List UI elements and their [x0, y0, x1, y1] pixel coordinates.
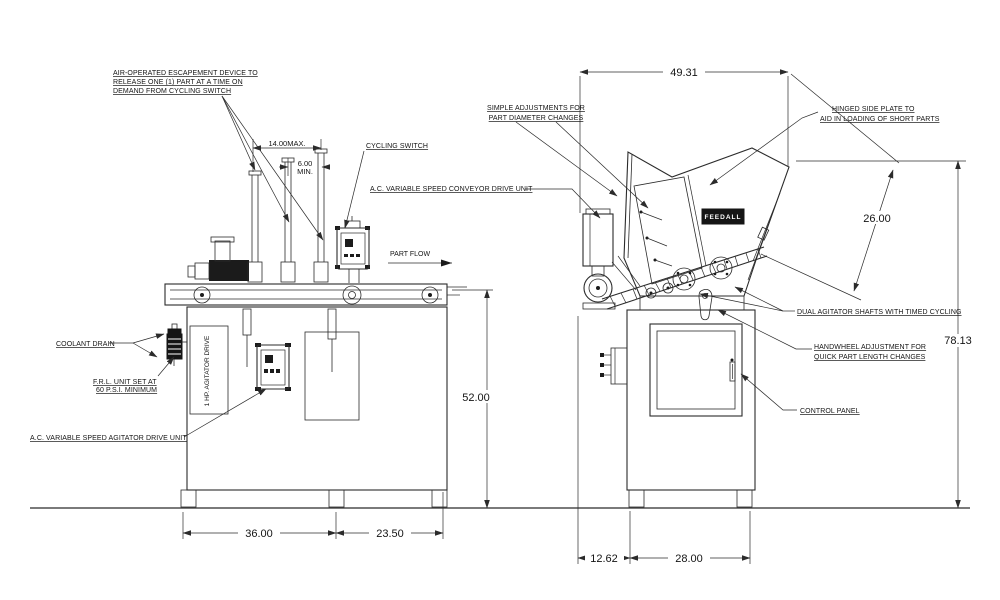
side-view: [164, 148, 467, 508]
label-handwheel-line1: HANDWHEEL ADJUSTMENT FOR: [814, 344, 926, 351]
hanging-agitator-shafts: [242, 308, 337, 372]
dim-discharge-extension: 23.50: [376, 528, 404, 540]
dim-escapement-max: 14.00MAX.: [268, 139, 305, 148]
label-control-panel: CONTROL PANEL: [800, 408, 860, 415]
label-escapement-line2: RELEASE ONE (1) PART AT A TIME ON: [113, 79, 243, 86]
base-cabinet: [180, 306, 448, 508]
label-hinged-plate-line2: AID IN LOADING OF SHORT PARTS: [820, 116, 940, 123]
front-cabinet: [600, 309, 756, 508]
label-coolant-drain: COOLANT DRAIN: [56, 341, 115, 348]
brand-plate: FEEDALL: [701, 208, 745, 225]
front-view: FEEDALL: [582, 147, 790, 508]
electrical-box: [600, 347, 628, 385]
label-hinged-plate-line1: HINGED SIDE PLATE TO: [832, 106, 915, 113]
dim-front-width: 28.00: [675, 553, 703, 565]
pendant-control-box: [255, 343, 291, 391]
escapement-posts: [247, 148, 329, 283]
control-panel-door: [649, 323, 743, 417]
label-cycling-switch: CYCLING SWITCH: [366, 143, 428, 150]
label-escapement-line3: DEMAND FROM CYCLING SWITCH: [113, 88, 231, 95]
dim-escapement-min-value: 6.00: [298, 159, 313, 168]
dim-base-length: 36.00: [245, 528, 273, 540]
label-simple-adjustments-line2: PART DIAMETER CHANGES: [489, 115, 584, 122]
dim-conveyor-height: 52.00: [462, 392, 490, 404]
dim-escapement-min-label: MIN.: [297, 167, 313, 176]
label-hp-agitator-drive: 1 HP. AGITATOR DRIVE: [204, 335, 211, 406]
label-dual-agitator: DUAL AGITATOR SHAFTS WITH TIMED CYCLING: [797, 309, 962, 316]
dimension-lines: 49.31 26.00 78.13 52.00 36.00 23.50: [182, 66, 979, 565]
callout-labels: AIR-OPERATED ESCAPEMENT DEVICE TO RELEAS…: [30, 70, 962, 442]
door-handle: [729, 358, 736, 382]
hinged-side-plate: [633, 176, 703, 285]
label-agitator-drive-unit: A.C. VARIABLE SPEED AGITATOR DRIVE UNIT: [30, 435, 187, 442]
dim-hopper-top-width: 49.31: [670, 67, 698, 79]
label-escapement-line1: AIR-OPERATED ESCAPEMENT DEVICE TO: [113, 70, 258, 77]
frl-unit: [166, 323, 187, 366]
conveyor-drive-motor: [187, 236, 249, 281]
leader-lines: [109, 95, 819, 438]
cycling-switch-box: [335, 216, 370, 283]
label-frl-line1: F.R.L. UNIT SET AT: [93, 379, 157, 386]
label-part-flow: PART FLOW: [390, 251, 430, 258]
label-frl-line2: 60 P.S.I. MINIMUM: [96, 387, 157, 394]
agitator-shafts: [645, 256, 733, 299]
hopper: [623, 147, 790, 310]
dim-front-offset: 12.62: [590, 553, 618, 565]
dim-overall-height: 78.13: [944, 335, 972, 347]
conveyor-beam: [164, 283, 467, 306]
incline-conveyor: [601, 246, 768, 310]
brand-plate-label: FEEDALL: [705, 214, 742, 221]
dim-hopper-incline: 26.00: [863, 213, 891, 225]
hopper-drive-unit: [582, 208, 641, 310]
label-simple-adjustments-line1: SIMPLE ADJUSTMENTS FOR: [487, 105, 585, 112]
label-handwheel-line2: QUICK PART LENGTH CHANGES: [814, 354, 926, 361]
label-conveyor-drive-unit: A.C. VARIABLE SPEED CONVEYOR DRIVE UNIT: [370, 186, 533, 193]
